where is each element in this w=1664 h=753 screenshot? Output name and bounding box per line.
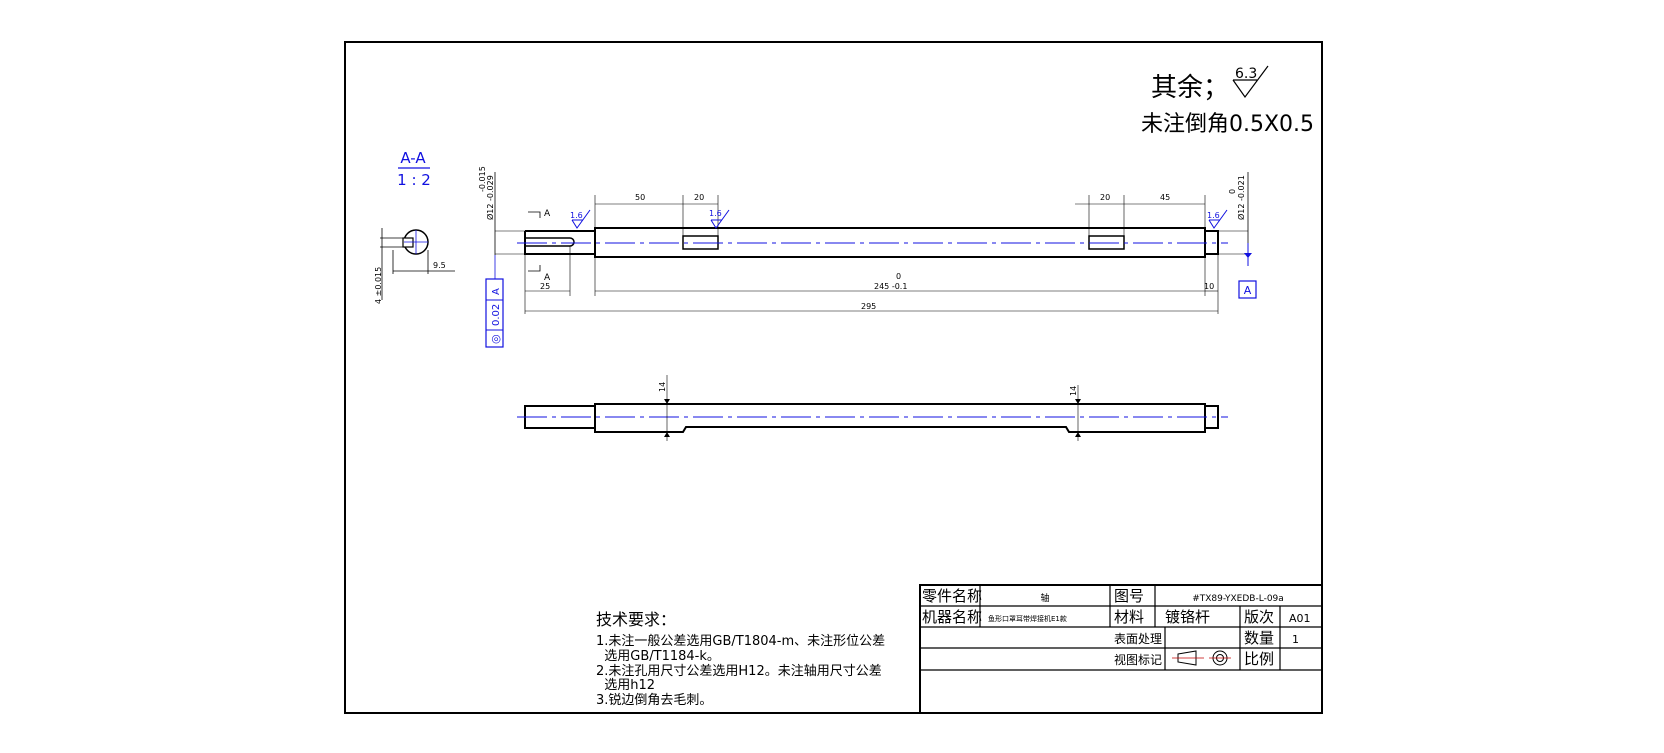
- dim-total: 295: [861, 302, 876, 311]
- concentricity-value: 0.02: [491, 304, 502, 326]
- dim-bottom-mid-upper: 0: [896, 272, 901, 281]
- part-name: 轴: [1040, 592, 1049, 604]
- tech-line-1: 1.未注一般公差选用GB/T1804-m、未注形位公差: [596, 633, 885, 649]
- end-keyway: [525, 237, 575, 247]
- tech-requirements: 技术要求： 1.未注一般公差选用GB/T1804-m、未注形位公差 选用GB/T…: [596, 610, 885, 708]
- dim-bottom-left: 25: [540, 282, 550, 291]
- tech-line-3: 2.未注孔用尺寸公差选用H12。未注轴用尺寸公差: [596, 664, 882, 679]
- projection-symbol-icon: [1172, 650, 1231, 666]
- roughness-1: 1.6: [570, 211, 583, 220]
- chamfer-note: 未注倒角0.5X0.5: [1141, 112, 1314, 137]
- roughness-mark-1: 1.6: [570, 209, 591, 229]
- side-shaft-outline: [524, 403, 1219, 433]
- machine-label: 机器名称: [922, 608, 982, 626]
- shaft-outline: [524, 227, 1219, 258]
- datum-box: [1238, 280, 1257, 299]
- section-view: A-A 1 : 2 4 ±0.015 9.5: [374, 149, 455, 304]
- drawing-frame: [344, 41, 1323, 714]
- left-tol-upper: -0.015: [478, 166, 487, 192]
- roughness-mark-3: 1.6: [1207, 209, 1228, 229]
- concentricity-frame: [485, 278, 504, 348]
- scale-label: 比例: [1244, 650, 1274, 668]
- section-mark-top: A: [544, 209, 551, 219]
- roughness-mark-2: 1.6: [709, 209, 730, 229]
- material-label: 材料: [1114, 608, 1144, 626]
- tech-line-2: 选用GB/T1184-k。: [596, 649, 720, 664]
- general-notes: 其余； 6.3 未注倒角0.5X0.5: [1141, 65, 1314, 137]
- tech-line-5: 3.锐边倒角去毛刺。: [596, 693, 712, 708]
- quantity-label: 数量: [1244, 629, 1274, 647]
- machine-name: 鱼形口罩耳带焊接机E1款: [988, 614, 1067, 623]
- side-dim-1: 14: [658, 382, 667, 392]
- quantity: 1: [1292, 633, 1299, 646]
- revision: A01: [1289, 612, 1311, 625]
- main-view: -0.015 Ø12 -0.029 0 Ø12 -0.021 A 50 20 2…: [478, 166, 1257, 348]
- section-keyway: [402, 237, 414, 248]
- concentricity-datum: A: [491, 288, 502, 295]
- roughness-symbol-icon: [1232, 65, 1269, 99]
- right-tol-lower: Ø12 -0.021: [1236, 175, 1246, 220]
- drawing-no-label: 图号: [1114, 587, 1144, 605]
- dim-top-2: 20: [694, 193, 704, 202]
- section-mark-bottom: A: [544, 273, 551, 283]
- tech-requirements-title: 技术要求：: [596, 610, 676, 629]
- roughness-3: 1.6: [1207, 211, 1220, 220]
- part-name-label: 零件名称: [922, 587, 982, 605]
- section-view-scale: 1 : 2: [397, 171, 431, 189]
- drawing-no: #TX89-YXEDB-L-09a: [1192, 594, 1284, 604]
- dim-top-1: 50: [635, 193, 645, 202]
- dim-top-3: 20: [1100, 193, 1110, 202]
- right-tol-upper: 0: [1228, 189, 1237, 194]
- roughness-2: 1.6: [709, 209, 722, 218]
- left-tol-lower: Ø12 -0.029: [485, 175, 495, 220]
- section-key-dim: 4 ±0.015: [374, 267, 383, 304]
- view-mark-label: 视图标记: [1114, 652, 1162, 667]
- tech-line-4: 选用h12: [596, 678, 655, 693]
- dim-bottom-mid: 245 -0.1: [874, 282, 907, 291]
- concentricity-symbol-icon: ◎: [489, 334, 502, 344]
- material: 镀铬杆: [1165, 608, 1210, 626]
- section-view-title: A-A: [400, 149, 426, 167]
- title-block: 零件名称 轴 图号 #TX89-YXEDB-L-09a 机器名称 鱼形口罩耳带焊…: [919, 584, 1323, 714]
- dim-bottom-right: 10: [1204, 282, 1214, 291]
- lower-view: 14 14: [517, 375, 1228, 441]
- datum-label: A: [1244, 284, 1252, 297]
- revision-label: 版次: [1244, 608, 1274, 626]
- surface-treatment-label: 表面处理: [1114, 632, 1162, 646]
- section-depth-dim: 9.5: [433, 261, 446, 270]
- remainder-roughness-label: 其余；: [1151, 73, 1229, 103]
- remainder-roughness-value: 6.3: [1235, 66, 1257, 82]
- dim-top-4: 45: [1160, 193, 1170, 202]
- side-dim-2: 14: [1069, 386, 1078, 396]
